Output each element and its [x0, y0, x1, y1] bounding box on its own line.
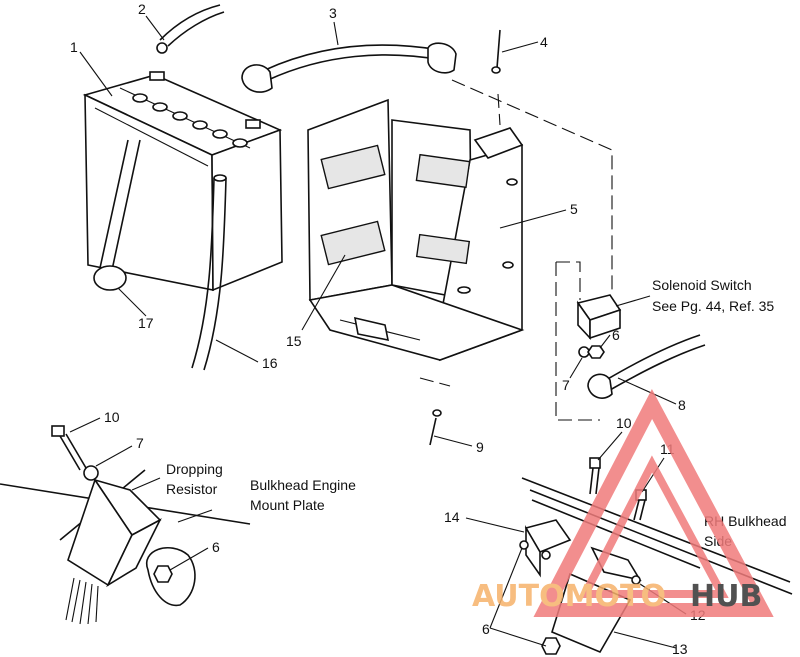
vent-tube — [191, 174, 227, 371]
callout-4: 4 — [540, 34, 548, 50]
cable-8 — [587, 334, 706, 399]
battery-box — [307, 98, 525, 362]
terminal-boot-8 — [587, 373, 613, 399]
callout-3: 3 — [329, 5, 337, 21]
callout-1: 1 — [70, 39, 78, 55]
battery-strap — [99, 139, 129, 269]
dropping-label-line1: Dropping — [166, 461, 223, 477]
watermark-logo: AUTOMOTO HUB — [472, 388, 774, 617]
nut — [587, 345, 605, 359]
dropping-resistor — [65, 478, 162, 625]
bolt-10-right — [589, 457, 601, 495]
bulkhead-label-line1: Bulkhead Engine — [250, 477, 356, 493]
cable-3 — [241, 42, 457, 93]
battery-terminal-positive — [245, 119, 261, 129]
nut-6-right — [541, 637, 561, 655]
dropping-label-line2: Resistor — [166, 481, 218, 497]
terminal-3-end — [427, 42, 457, 74]
battery — [82, 71, 283, 292]
callout-10-right: 10 — [616, 415, 632, 431]
callout-15: 15 — [286, 333, 302, 349]
callout-6-solenoid: 6 — [612, 327, 620, 343]
bolt-9 — [429, 409, 442, 446]
callout-numbers: 1 2 3 4 5 6 7 8 9 10 7 6 10 11 12 13 14 … — [70, 1, 706, 657]
callout-9: 9 — [476, 439, 484, 455]
callout-7-left: 7 — [136, 435, 144, 451]
plate-nut — [145, 546, 196, 607]
washer-7-left — [83, 465, 99, 481]
callout-2: 2 — [138, 1, 146, 17]
terminal-boot-3 — [241, 64, 273, 93]
watermark-text-part1: AUTOMOTO — [472, 579, 666, 614]
battery-caps — [132, 93, 248, 148]
solenoid-switch — [576, 294, 622, 341]
callout-14: 14 — [444, 509, 460, 525]
callout-8: 8 — [678, 397, 686, 413]
cable-2 — [156, 4, 225, 54]
callout-7-solenoid: 7 — [562, 377, 570, 393]
watermark-text-part2: HUB — [690, 579, 762, 614]
callout-6-right: 6 — [482, 621, 490, 637]
bulkhead-label-line2: Mount Plate — [250, 497, 325, 513]
battery-terminal-negative — [149, 71, 165, 81]
rh-bulkhead-label-line1: RH Bulkhead — [704, 513, 787, 529]
solenoid-label-line2: See Pg. 44, Ref. 35 — [652, 298, 774, 314]
solenoid-label-line1: Solenoid Switch — [652, 277, 752, 293]
callout-10-left: 10 — [104, 409, 120, 425]
callout-16: 16 — [262, 355, 278, 371]
bracket-14 — [519, 519, 572, 578]
callout-5: 5 — [570, 201, 578, 217]
callout-6-left: 6 — [212, 539, 220, 555]
bolt-4 — [491, 29, 501, 74]
callout-17: 17 — [138, 315, 154, 331]
callout-13: 13 — [672, 641, 688, 657]
notes: Solenoid Switch See Pg. 44, Ref. 35 Drop… — [166, 277, 787, 549]
strap-end — [93, 265, 127, 291]
bolt-10-left — [51, 425, 87, 471]
